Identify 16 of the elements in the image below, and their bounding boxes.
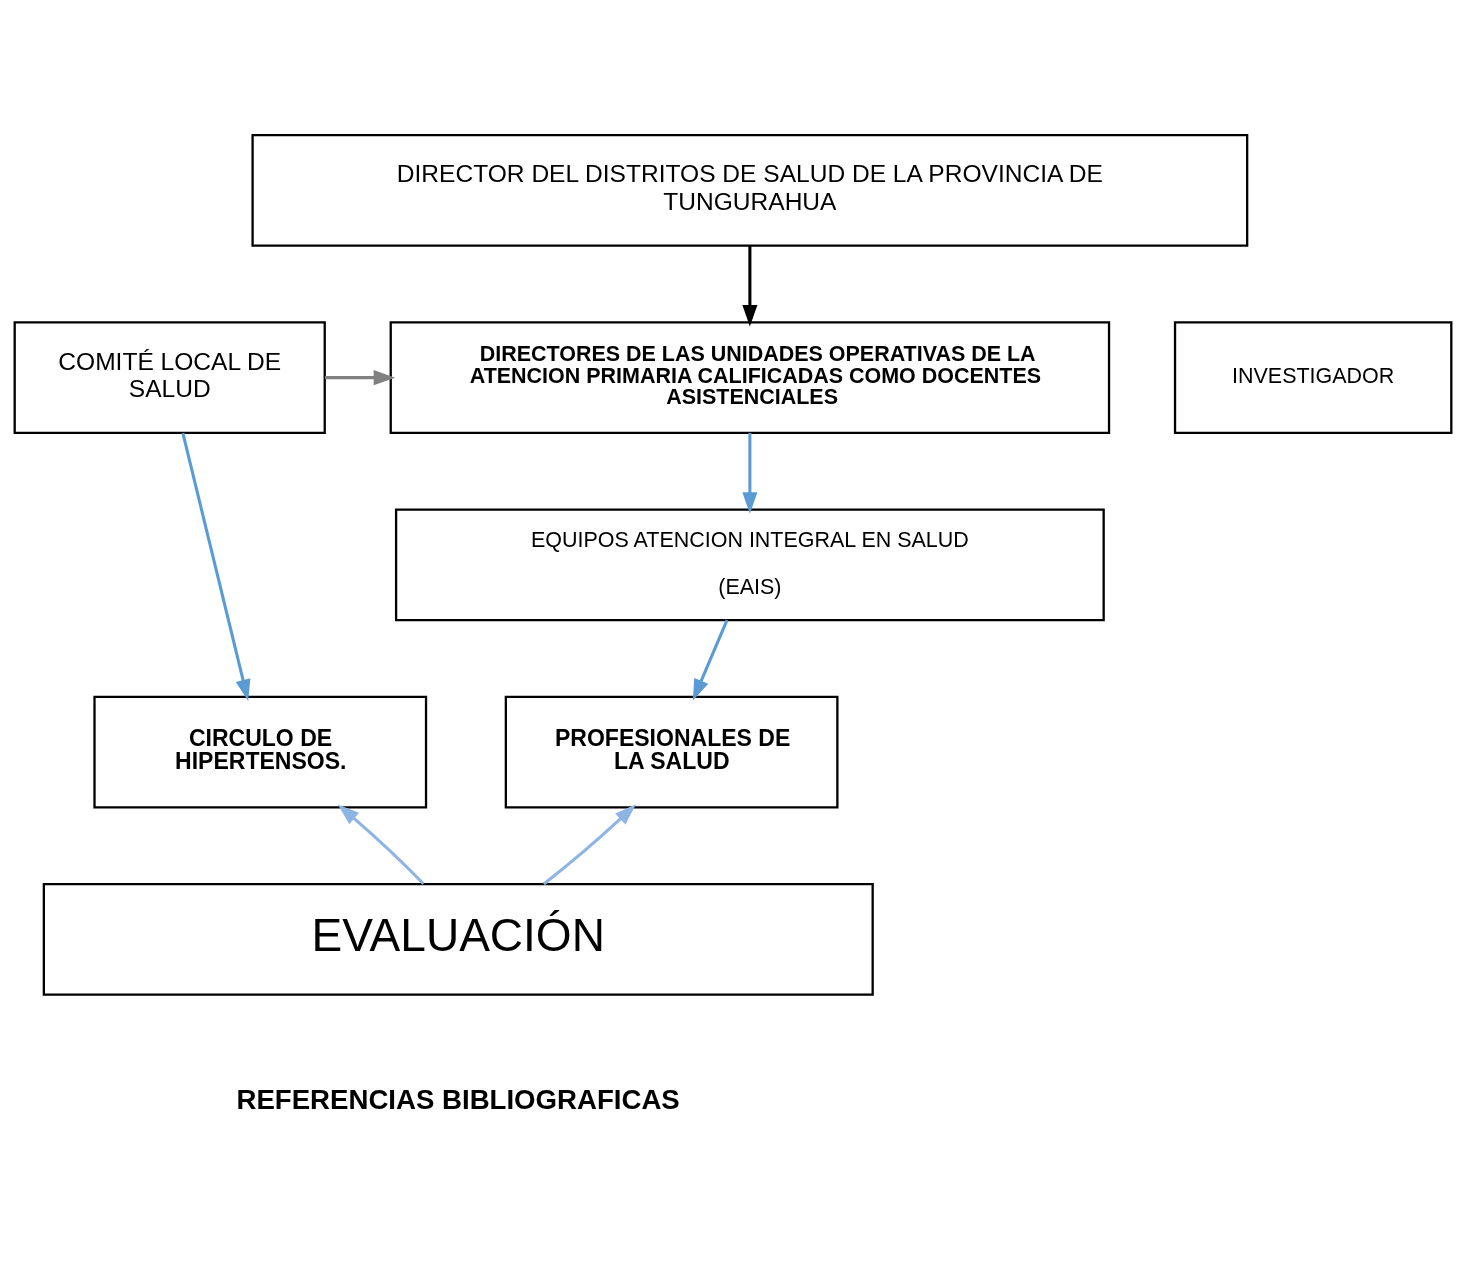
arrow: [742, 245, 758, 327]
arrow: [324, 370, 396, 386]
node-box: EQUIPOS ATENCION INTEGRAL EN SALUD (EAIS): [394, 508, 1105, 622]
node-box: DIRECTORES DE LAS UNIDADES OPERATIVAS DE LA ATENCION PRIMARIA CALIFICADAS COMO DOCENTES ASISTENCIALES: [389, 321, 1111, 435]
node-box: PROFESIONALES DE LA SALUD: [504, 695, 839, 809]
arrow: [181, 432, 251, 702]
arrow: [692, 619, 729, 701]
arrow: [337, 804, 425, 885]
node-box: COMITÉ LOCAL DE SALUD: [13, 321, 326, 435]
node-box: DIRECTOR DEL DISTRITOS DE SALUD DE LA PROVINCIA DE TUNGURAHUA: [251, 134, 1249, 247]
arrow: [542, 804, 636, 886]
node-box: INVESTIGADOR: [1173, 321, 1453, 435]
node-box: EVALUACIÓN: [42, 883, 874, 996]
node-box: CIRCULO DE HIPERTENSOS.: [93, 695, 428, 809]
arrow: [742, 432, 758, 514]
label: REFERENCIAS BIBLIOGRAFICAS: [236, 1083, 680, 1115]
